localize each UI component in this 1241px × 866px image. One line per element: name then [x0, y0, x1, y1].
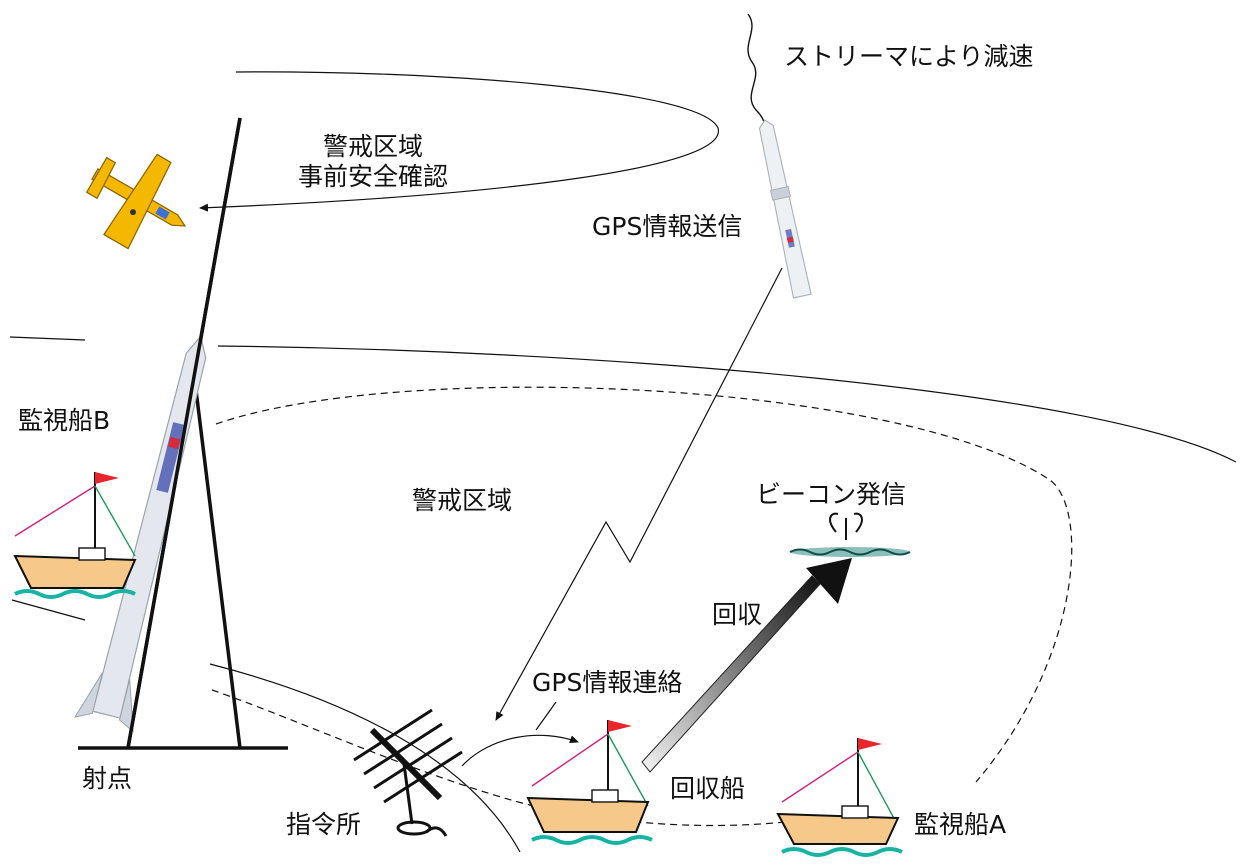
gps-contact-pointer [535, 701, 557, 731]
recovery-ship-label: 回収船 [670, 774, 746, 803]
monitor-ship-b-label: 監視船B [18, 406, 111, 435]
ship-icon [13, 472, 137, 599]
command-to-ship-arrow [461, 734, 579, 767]
airplane-icon [85, 153, 187, 250]
gps-contact-label: GPS情報連絡 [532, 668, 683, 697]
launch-site-label: 射点 [82, 764, 133, 793]
pre-safety-label-line2: 事前安全確認 [298, 162, 449, 191]
streamer-line [747, 13, 767, 129]
recover-label: 回収 [712, 600, 763, 629]
trajectory-arc [199, 71, 719, 212]
monitor-ship-a-label: 監視船A [914, 810, 1007, 839]
horizon-left [9, 336, 86, 341]
pre-safety-label-line1: 警戒区域 [323, 132, 424, 161]
outer-boundary-arc [217, 345, 1237, 463]
streamer-label: ストリーマにより減速 [784, 42, 1034, 71]
descending-rocket-icon [758, 119, 812, 299]
antenna-icon [353, 708, 463, 837]
gps-signal-line [495, 267, 783, 721]
alert-zone-dashed-lower [211, 689, 821, 827]
recovery-arrow [641, 558, 852, 773]
recovery-ship-icon [526, 720, 653, 845]
horizon-left-lower [11, 599, 86, 621]
alert-zone-label: 警戒区域 [412, 486, 513, 515]
range-curve-lower [209, 663, 521, 853]
ship-a-icon [776, 738, 903, 857]
alert-zone-dashed [215, 386, 1073, 783]
pre-safety-label: 警戒区域 事前安全確認 [298, 132, 448, 192]
gps-send-label: GPS情報送信 [592, 212, 743, 241]
beacon-label: ビーコン発信 [756, 480, 907, 509]
rocket-icon [73, 334, 207, 733]
command-post-label: 指令所 [286, 810, 362, 839]
beacon-splash-icon [789, 512, 911, 557]
